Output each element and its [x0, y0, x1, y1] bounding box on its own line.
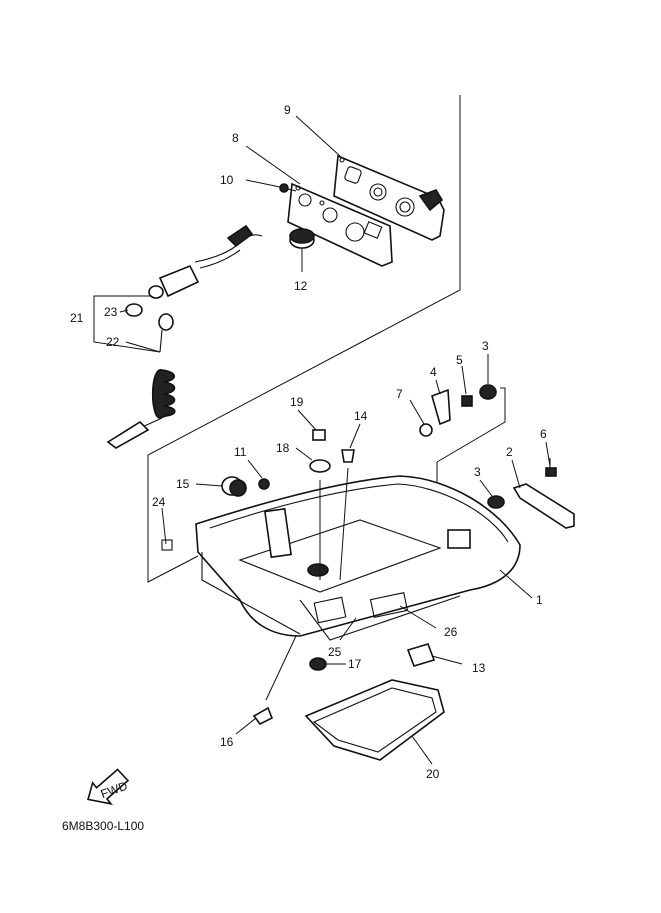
callout-4: 4 — [430, 365, 437, 379]
part-12-cap — [289, 228, 315, 249]
callout-13: 13 — [472, 661, 486, 675]
drawing-code: 6M8B300-L100 — [62, 819, 144, 833]
part-24-label — [161, 539, 173, 551]
callout-3-top: 3 — [482, 339, 489, 353]
callout-26: 26 — [444, 625, 458, 639]
callout-22: 22 — [106, 335, 120, 349]
callout-7: 7 — [396, 387, 403, 401]
callout-1: 1 — [536, 593, 543, 607]
callout-2: 2 — [506, 445, 513, 459]
callout-19: 19 — [290, 395, 304, 409]
callout-5: 5 — [456, 353, 463, 367]
part-10-screw — [279, 183, 297, 193]
callout-25: 25 — [328, 645, 342, 659]
part-8-plate — [287, 182, 393, 267]
part-1-bottom-cowling — [195, 475, 521, 641]
callout-3-lower: 3 — [474, 465, 481, 479]
callout-11: 11 — [234, 445, 247, 459]
callout-10: 10 — [220, 173, 234, 187]
kill-switch-assembly — [106, 224, 263, 449]
callout-labels: 1 2 3 3 4 5 6 7 8 9 10 11 12 13 14 15 16… — [70, 103, 547, 781]
callout-9: 9 — [284, 103, 291, 117]
callout-6: 6 — [540, 427, 547, 441]
lower-parts-group — [252, 643, 436, 726]
fwd-arrow: FWD — [87, 768, 130, 806]
callout-16: 16 — [220, 735, 234, 749]
callout-12: 12 — [294, 279, 308, 293]
callout-18: 18 — [276, 441, 290, 455]
callout-17: 17 — [348, 657, 362, 671]
callout-21: 21 — [70, 311, 84, 325]
callout-24: 24 — [152, 495, 166, 509]
callout-14: 14 — [354, 409, 368, 423]
part-9-outer-panel — [333, 154, 445, 241]
callout-23: 23 — [104, 305, 118, 319]
part-20-gasket — [304, 679, 445, 761]
callout-20: 20 — [426, 767, 440, 781]
leader-lines — [93, 115, 551, 765]
callout-8: 8 — [232, 131, 239, 145]
parts-bracket-group — [419, 384, 575, 529]
callout-15: 15 — [176, 477, 190, 491]
